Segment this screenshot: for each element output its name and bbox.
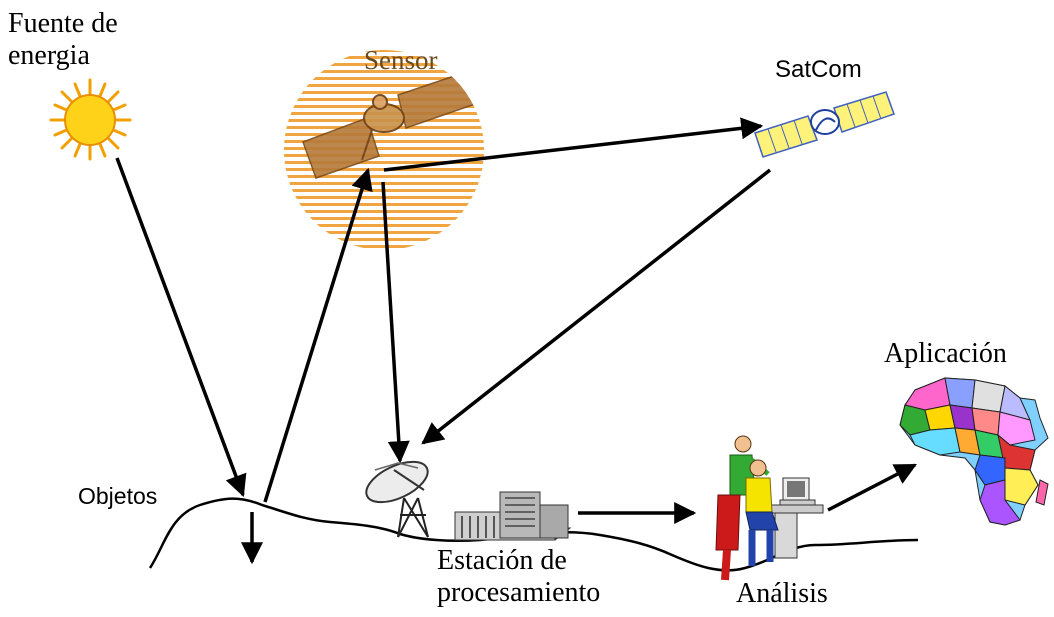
- application-label: Aplicación: [884, 338, 1007, 369]
- analysis-label: Análisis: [736, 578, 828, 609]
- processing-station-label-line2: procesamiento: [437, 577, 601, 608]
- objects-label: Objetos: [78, 483, 158, 509]
- antenna-dish-icon: [365, 460, 429, 538]
- flow-arrows: [115, 117, 917, 565]
- processing-building-icon: [453, 491, 572, 541]
- arrow-analysis-to-application: [827, 463, 917, 512]
- energy-source-label-line2: energia: [8, 40, 90, 71]
- processing-station-label: Estación de procesamiento: [437, 545, 600, 609]
- satcom-satellite-icon: [754, 91, 895, 158]
- sun-icon: [49, 78, 132, 161]
- satcom-label: SatCom: [775, 56, 862, 83]
- arrow-satcom-to-antenna: [421, 168, 772, 445]
- energy-source-label: Fuente de energia: [8, 8, 118, 72]
- africa-map-icon: [899, 377, 1049, 526]
- arrow-sensor-to-antenna: [381, 181, 410, 464]
- arrow-sensor-to-satcom: [383, 117, 764, 172]
- arrow-objects-to-sensor: [263, 167, 373, 503]
- sensor-label: Sensor: [364, 45, 438, 75]
- arrow-sun-to-objects: [115, 157, 247, 498]
- processing-station-label-line1: Estación de: [437, 545, 567, 576]
- analysts-computer-icon: [715, 435, 824, 581]
- energy-source-label-line1: Fuente de: [8, 8, 118, 39]
